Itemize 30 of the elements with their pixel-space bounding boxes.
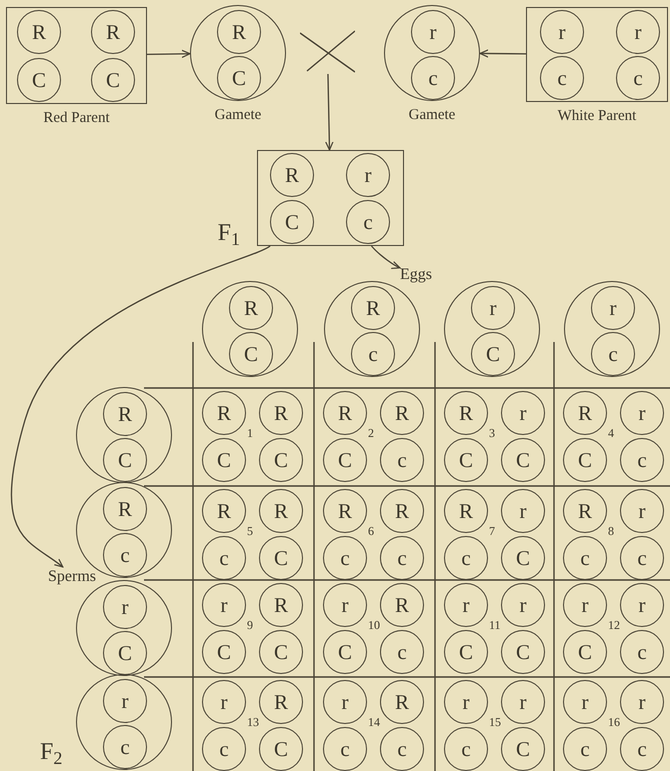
text-label: Sperms — [48, 567, 96, 587]
cell-number: 1 — [247, 426, 253, 440]
cell-number: 15 — [489, 715, 501, 729]
generation-label: F$_{1}$ — [218, 219, 240, 250]
cell-number: 9 — [247, 618, 253, 632]
cell-number: 2 — [368, 426, 374, 440]
cell-number: 16 — [608, 715, 620, 729]
cell-number: 3 — [489, 426, 495, 440]
node-label: White Parent — [558, 107, 636, 126]
node-label: Red Parent — [43, 109, 110, 128]
node-label: Gamete — [408, 106, 456, 125]
generation-label: F$_{2}$ — [40, 738, 62, 766]
cell-number: 5 — [247, 524, 253, 538]
cell-number: 8 — [608, 524, 614, 538]
cross-symbol — [300, 30, 355, 74]
node-label: Gamete — [214, 106, 262, 125]
arrow — [370, 246, 401, 269]
cell-number: 11 — [489, 618, 501, 632]
arrow — [479, 49, 526, 58]
cell-number: 4 — [608, 426, 614, 440]
text-label: Eggs — [400, 265, 432, 285]
cell-number: 13 — [247, 715, 259, 729]
arrow — [10, 245, 270, 568]
cell-number: 10 — [368, 618, 380, 632]
cell-number: 6 — [368, 524, 374, 538]
cell-number: 12 — [608, 618, 620, 632]
cell-number: 7 — [489, 524, 495, 538]
arrow — [146, 50, 191, 58]
cell-number: 14 — [368, 715, 380, 729]
arrow — [325, 74, 334, 151]
